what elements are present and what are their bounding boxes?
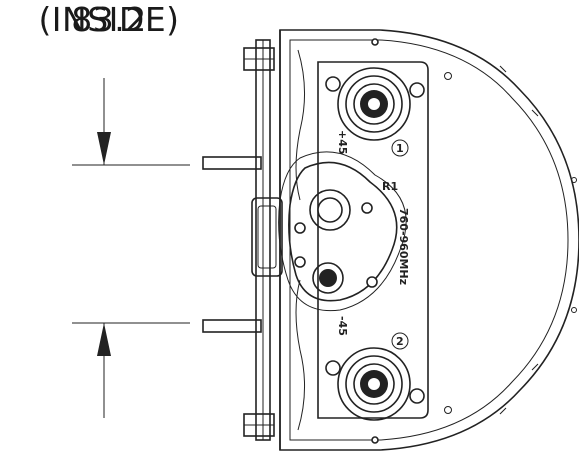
housing-notches xyxy=(499,65,539,415)
center-connector xyxy=(309,189,351,231)
port-label-2: 2 xyxy=(396,335,404,348)
center-module: R1 +45 -45 760-960MHz xyxy=(251,130,410,336)
arrow-up-icon xyxy=(97,323,111,356)
screw-hole xyxy=(444,406,452,414)
rf-connector-1: 1 xyxy=(325,67,425,157)
dimension-value: 83.2 xyxy=(71,0,147,39)
minus45-label: -45 xyxy=(336,316,349,336)
port-marker-1 xyxy=(391,139,409,157)
bracket-arm-top xyxy=(202,156,262,170)
dimension-note: (INSIDE) xyxy=(38,0,180,39)
latch xyxy=(251,197,283,277)
r1-label: R1 xyxy=(382,180,398,193)
arrow-down-icon xyxy=(97,132,111,165)
rf-connector-2: 2 xyxy=(325,332,425,421)
mounting-bracket xyxy=(202,39,275,441)
port-label-1: 1 xyxy=(396,142,404,155)
port-marker-2 xyxy=(391,332,409,350)
screw-hole xyxy=(444,72,452,80)
dimension-lines xyxy=(72,78,190,418)
aisg-connector xyxy=(312,262,344,294)
bracket-arm-bottom xyxy=(202,319,262,333)
frequency-label: 760-960MHz xyxy=(397,208,410,285)
connector-plate xyxy=(317,61,429,419)
plus45-label: +45 xyxy=(336,130,349,155)
antenna-housing xyxy=(279,29,579,451)
housing-outline xyxy=(279,29,579,451)
